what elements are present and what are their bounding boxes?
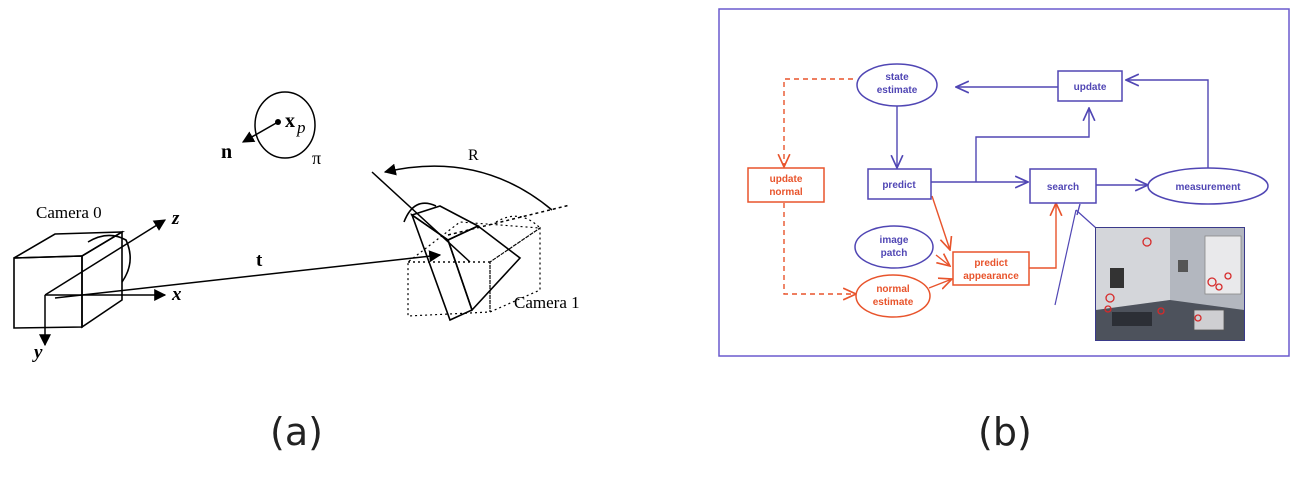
translation-arrow <box>54 250 442 299</box>
image-patch-node: image patch <box>854 225 934 269</box>
normal-estimate-label-2: estimate <box>873 297 914 308</box>
axis-y-label: y <box>32 342 43 363</box>
update-normal-node: update normal <box>747 167 825 203</box>
measurement-node: measurement <box>1147 167 1269 205</box>
state-estimate-node: state estimate <box>856 63 938 107</box>
tracking-flow-diagram: state estimate update update normal pred… <box>718 8 1290 357</box>
axis-z-label: z <box>171 208 180 229</box>
update-label: update <box>1074 82 1107 93</box>
point-xp-subscript: p <box>296 118 306 137</box>
normal-estimate-node: normal estimate <box>855 274 931 318</box>
predict-appearance-label-2: appearance <box>963 271 1019 282</box>
state-estimate-label-1: state <box>885 72 909 83</box>
update-normal-label-2: normal <box>769 187 803 198</box>
camera1-box <box>403 202 522 322</box>
search-label: search <box>1047 182 1079 193</box>
translation-t-label: t <box>256 250 263 271</box>
camera0-axes <box>39 219 167 347</box>
camera-geometry-figure: x p n π Camera 0 z x y t R Camera 1 <box>13 91 580 363</box>
camera1-label: Camera 1 <box>514 293 580 312</box>
blue-connectors <box>897 80 1209 216</box>
inset-camera-image <box>1095 227 1245 341</box>
normal-estimate-label-1: normal <box>876 284 910 295</box>
camera0-box <box>13 230 131 329</box>
predict-node: predict <box>867 168 932 200</box>
caption-a: (a) <box>270 410 323 454</box>
measurement-label: measurement <box>1175 182 1241 193</box>
point-xp-label: x <box>285 110 295 132</box>
search-node: search <box>1029 168 1097 204</box>
predict-appearance-label-1: predict <box>974 258 1008 269</box>
caption-b: (b) <box>978 410 1032 454</box>
diagram-frame <box>718 8 1290 357</box>
inset-zoom-lines <box>1054 209 1097 306</box>
camera0-label: Camera 0 <box>36 203 102 222</box>
plane-pi <box>241 91 316 159</box>
image-patch-label-2: patch <box>881 248 908 259</box>
predict-label: predict <box>882 180 916 191</box>
image-patch-label-1: image <box>880 235 909 246</box>
normal-n-label: n <box>221 141 232 163</box>
state-estimate-label-2: estimate <box>877 85 918 96</box>
camera1-dotted-box <box>406 215 542 317</box>
plane-pi-label: π <box>312 148 321 168</box>
red-connectors <box>784 78 1056 294</box>
predict-appearance-node: predict appearance <box>952 251 1030 286</box>
update-node: update <box>1057 70 1123 102</box>
axis-x-label: x <box>171 284 182 305</box>
update-normal-label-1: update <box>770 174 803 185</box>
rotation-r-label: R <box>468 147 479 164</box>
